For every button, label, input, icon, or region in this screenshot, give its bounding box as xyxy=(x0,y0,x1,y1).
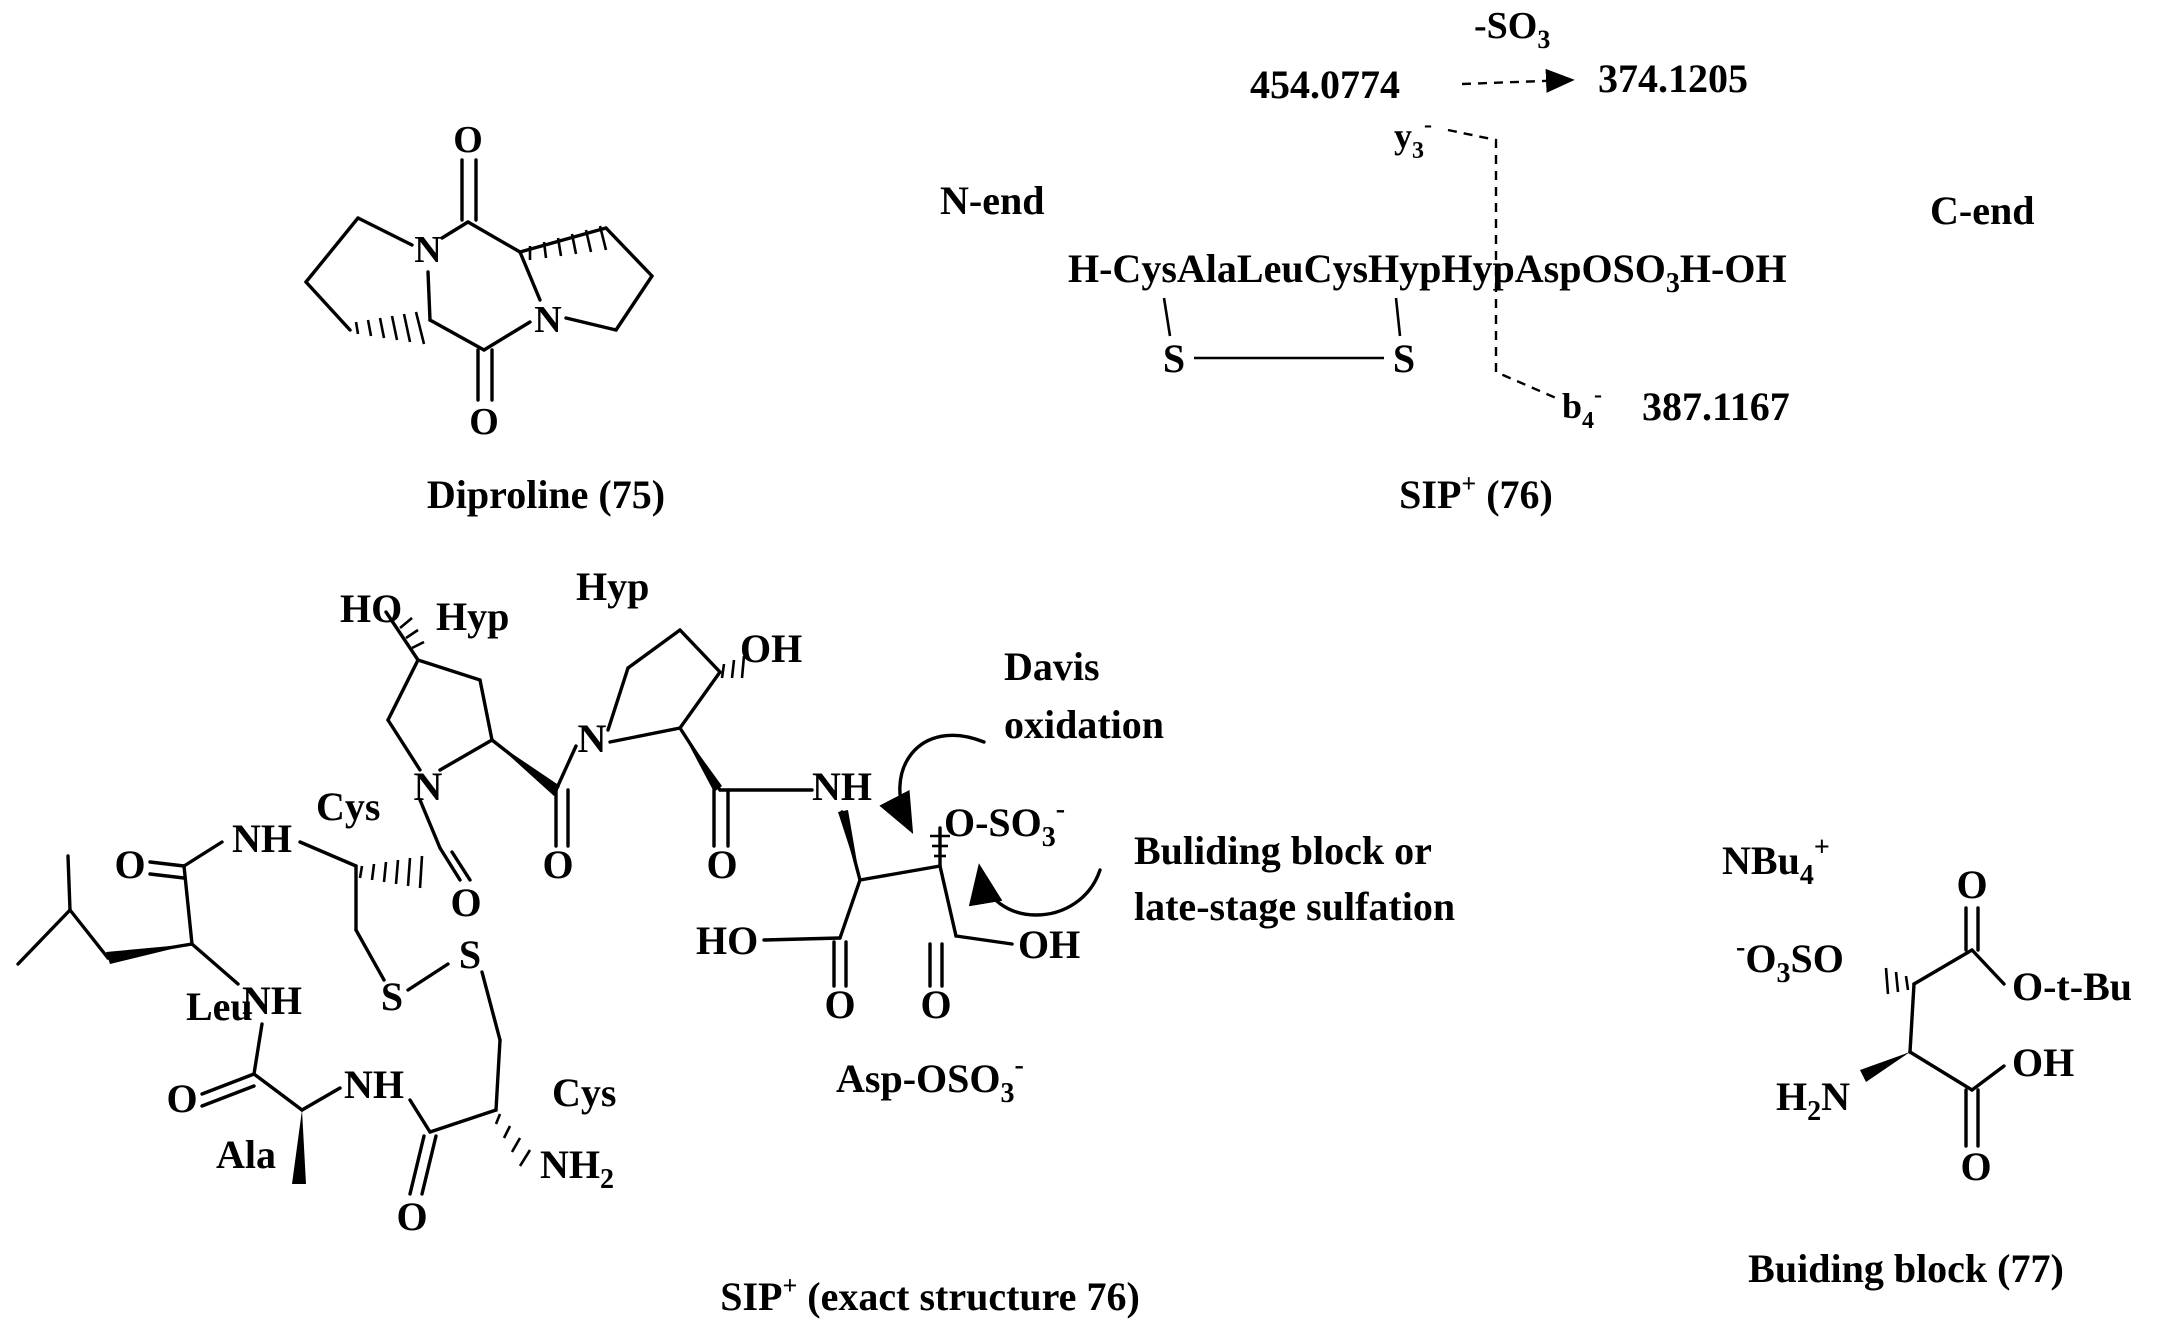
b4-ion: b4- xyxy=(1562,382,1602,434)
hyp2-carbonyl-o: O xyxy=(706,842,737,887)
sip-exact-structure: HO Hyp Hyp OH N N Cys NH NH O O O O Leu … xyxy=(16,564,1455,1239)
ala-carbonyl-o: O xyxy=(166,1076,197,1121)
building-block-label: Buiding block (77) xyxy=(1748,1246,2064,1291)
diproline-hash-left xyxy=(354,311,426,345)
asp-acid-ho: HO xyxy=(696,918,758,963)
bb-amine-wedge xyxy=(1860,1052,1910,1082)
diproline-bonds xyxy=(304,158,654,402)
hyp2-oh-hash xyxy=(720,655,746,679)
leu-residue-label: Leu xyxy=(186,984,253,1029)
diproline-structure: O O N N xyxy=(304,119,654,443)
c-end-label: C-end xyxy=(1930,188,2034,233)
hyp1-residue-label: Hyp xyxy=(436,594,509,639)
sip-scheme-label: SIP+ (76) xyxy=(1399,469,1553,517)
hyp1-carbonyl-o: O xyxy=(542,842,573,887)
bb-sulfate: -O3SO xyxy=(1736,932,1844,989)
diproline-label: Diproline (75) xyxy=(427,472,665,517)
asp-sulfate-hash xyxy=(930,834,950,858)
building-block-structure: NBu4+ O -O3SO O-t-Bu OH H2N O xyxy=(1722,832,2132,1189)
cys4-to-s-bond xyxy=(1394,297,1402,337)
bb-amine: H2N xyxy=(1776,1074,1850,1127)
cys2-amine: NH2 xyxy=(540,1142,614,1195)
parent-mass: 454.0774 xyxy=(1250,62,1400,107)
counterion: NBu4+ xyxy=(1722,832,1830,891)
leu-nh: NH xyxy=(242,978,302,1023)
cys2-carbonyl-o: O xyxy=(396,1194,427,1239)
cys1-hash xyxy=(358,855,424,889)
building-block-bonds xyxy=(1908,906,2006,1148)
n-end-label: N-end xyxy=(940,178,1044,223)
sip-structure-label: SIP+ (exact structure 76) xyxy=(720,1271,1140,1319)
cys1-to-s-bond xyxy=(1162,297,1172,337)
davis-label-line2: oxidation xyxy=(1004,702,1164,747)
ala-nh: NH xyxy=(344,1062,404,1107)
hyp2-oh: OH xyxy=(740,626,802,671)
disulfide-s-left: S xyxy=(1163,336,1185,381)
sulfation-label-line1: Buliding block or xyxy=(1134,828,1432,873)
cys1-carbonyl-o: O xyxy=(450,880,481,925)
bb-o-bottom: O xyxy=(1960,1144,1991,1189)
ala-residue-label: Ala xyxy=(216,1132,276,1177)
bb-o-top: O xyxy=(1956,862,1987,907)
sulfation-label-line2: late-stage sulfation xyxy=(1134,884,1455,929)
cys2-amine-hash xyxy=(494,1113,532,1167)
leu-wedge xyxy=(106,944,192,964)
hyp1-n: N xyxy=(414,764,443,809)
disulfide-s-right: S xyxy=(1393,336,1415,381)
bb-oh: OH xyxy=(2012,1040,2074,1085)
ala-wedge xyxy=(292,1110,306,1184)
hyp2-residue-label: Hyp xyxy=(576,564,649,609)
disulfide-s1: S xyxy=(381,974,403,1019)
hyp2-n: N xyxy=(578,716,607,761)
davis-label-line1: Davis xyxy=(1004,644,1100,689)
so3-loss-label: -SO3 xyxy=(1474,5,1550,54)
cys1-residue-label: Cys xyxy=(316,784,380,829)
bb-ester: O-t-Bu xyxy=(2012,964,2132,1009)
fragmentation-bracket xyxy=(1447,128,1557,400)
bb-sulfate-hash xyxy=(1884,967,1910,995)
so3-loss-arrow xyxy=(1461,68,1575,93)
asp-acid-oh: OH xyxy=(1018,922,1080,967)
diproline-o-top: O xyxy=(453,119,483,161)
davis-oxidation-arrow xyxy=(879,733,986,835)
diproline-hash-right xyxy=(528,225,608,260)
b4-mass: 387.1167 xyxy=(1642,384,1790,429)
hyp2-wedge xyxy=(680,728,722,792)
diproline-n-right: N xyxy=(534,299,561,341)
leu-carbonyl-o: O xyxy=(114,842,145,887)
peptide-sequence: H-CysAlaLeuCysHypHypAspOSO3H-OH xyxy=(1068,246,1787,299)
asp-oso3-label: Asp-OSO3- xyxy=(836,1050,1024,1109)
asp-acid-o-right: O xyxy=(920,982,951,1027)
sulfation-arrow xyxy=(968,863,1102,917)
y3-ion: y3- xyxy=(1394,112,1432,164)
asp-sulfate-group: O-SO3- xyxy=(944,794,1065,853)
diproline-n-left: N xyxy=(414,229,441,271)
asp-acid-o-left: O xyxy=(824,982,855,1027)
hyp1-oh-hash xyxy=(399,617,425,650)
asp-wedge xyxy=(838,810,860,880)
hyp1-wedge xyxy=(492,740,560,796)
cys-nh: NH xyxy=(232,816,292,861)
diproline-o-bottom: O xyxy=(469,401,499,443)
amide-nh: NH xyxy=(812,764,872,809)
cys2-residue-label: Cys xyxy=(552,1070,616,1115)
sip-sequence-scheme: -SO3 454.0774 374.1205 y3- N-end C-end H… xyxy=(940,5,2034,434)
loss-mass: 374.1205 xyxy=(1598,56,1748,101)
disulfide-s2: S xyxy=(459,932,481,977)
